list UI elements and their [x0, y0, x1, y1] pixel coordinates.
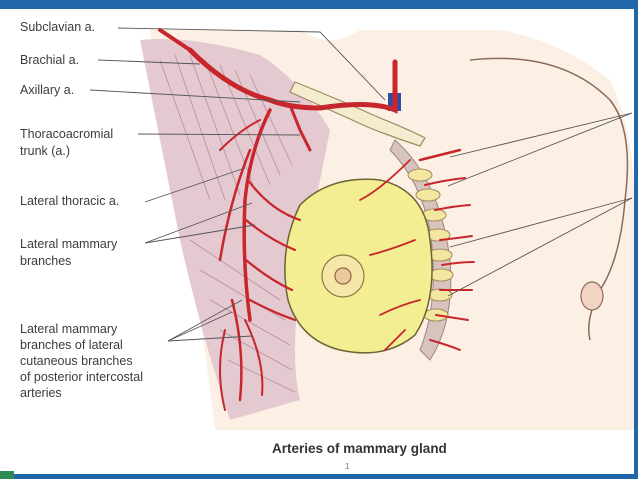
- bottom-frame-bar: [0, 474, 638, 479]
- label-lateral-thoracic: Lateral thoracic a.: [20, 194, 120, 208]
- label-lateral-cutaneous-2: branches of lateral: [20, 338, 123, 352]
- label-lateral-cutaneous-3: cutaneous branches: [20, 354, 133, 368]
- right-nipple: [580, 281, 604, 311]
- label-thoracoacromial-2: trunk (a.): [20, 144, 71, 158]
- label-lateral-cutaneous-4: of posterior intercostal: [20, 370, 143, 384]
- top-frame-bar: [0, 0, 638, 9]
- right-frame-bar: [634, 0, 638, 479]
- label-brachial: Brachial a.: [20, 53, 80, 67]
- internal-branches: [418, 148, 462, 162]
- page-number: 1: [345, 462, 350, 471]
- brachial-artery: [158, 28, 192, 52]
- label-subclavian: Subclavian a.: [20, 20, 96, 34]
- leader-lines: [89, 27, 633, 342]
- lateral-thoracic-artery: [242, 108, 272, 322]
- label-lateral-cutaneous-1: Lateral mammary: [20, 322, 118, 336]
- figure-caption: Arteries of mammary gland: [272, 441, 447, 456]
- label-lateral-mammary-2: branches: [20, 254, 72, 268]
- nipple: [334, 267, 352, 285]
- label-axillary: Axillary a.: [20, 83, 75, 97]
- label-lateral-cutaneous-5: arteries: [20, 386, 62, 400]
- ribs: [407, 168, 454, 322]
- label-lateral-mammary-1: Lateral mammary: [20, 237, 118, 251]
- corner-mark: [0, 471, 14, 479]
- mammary-artery-illustration: 1: [89, 27, 634, 471]
- axillary-artery: [187, 47, 273, 103]
- label-thoracoacromial-1: Thoracoacromial: [20, 127, 114, 141]
- subclavian-artery: [267, 59, 398, 114]
- thoracoacromial-branch: [288, 103, 312, 152]
